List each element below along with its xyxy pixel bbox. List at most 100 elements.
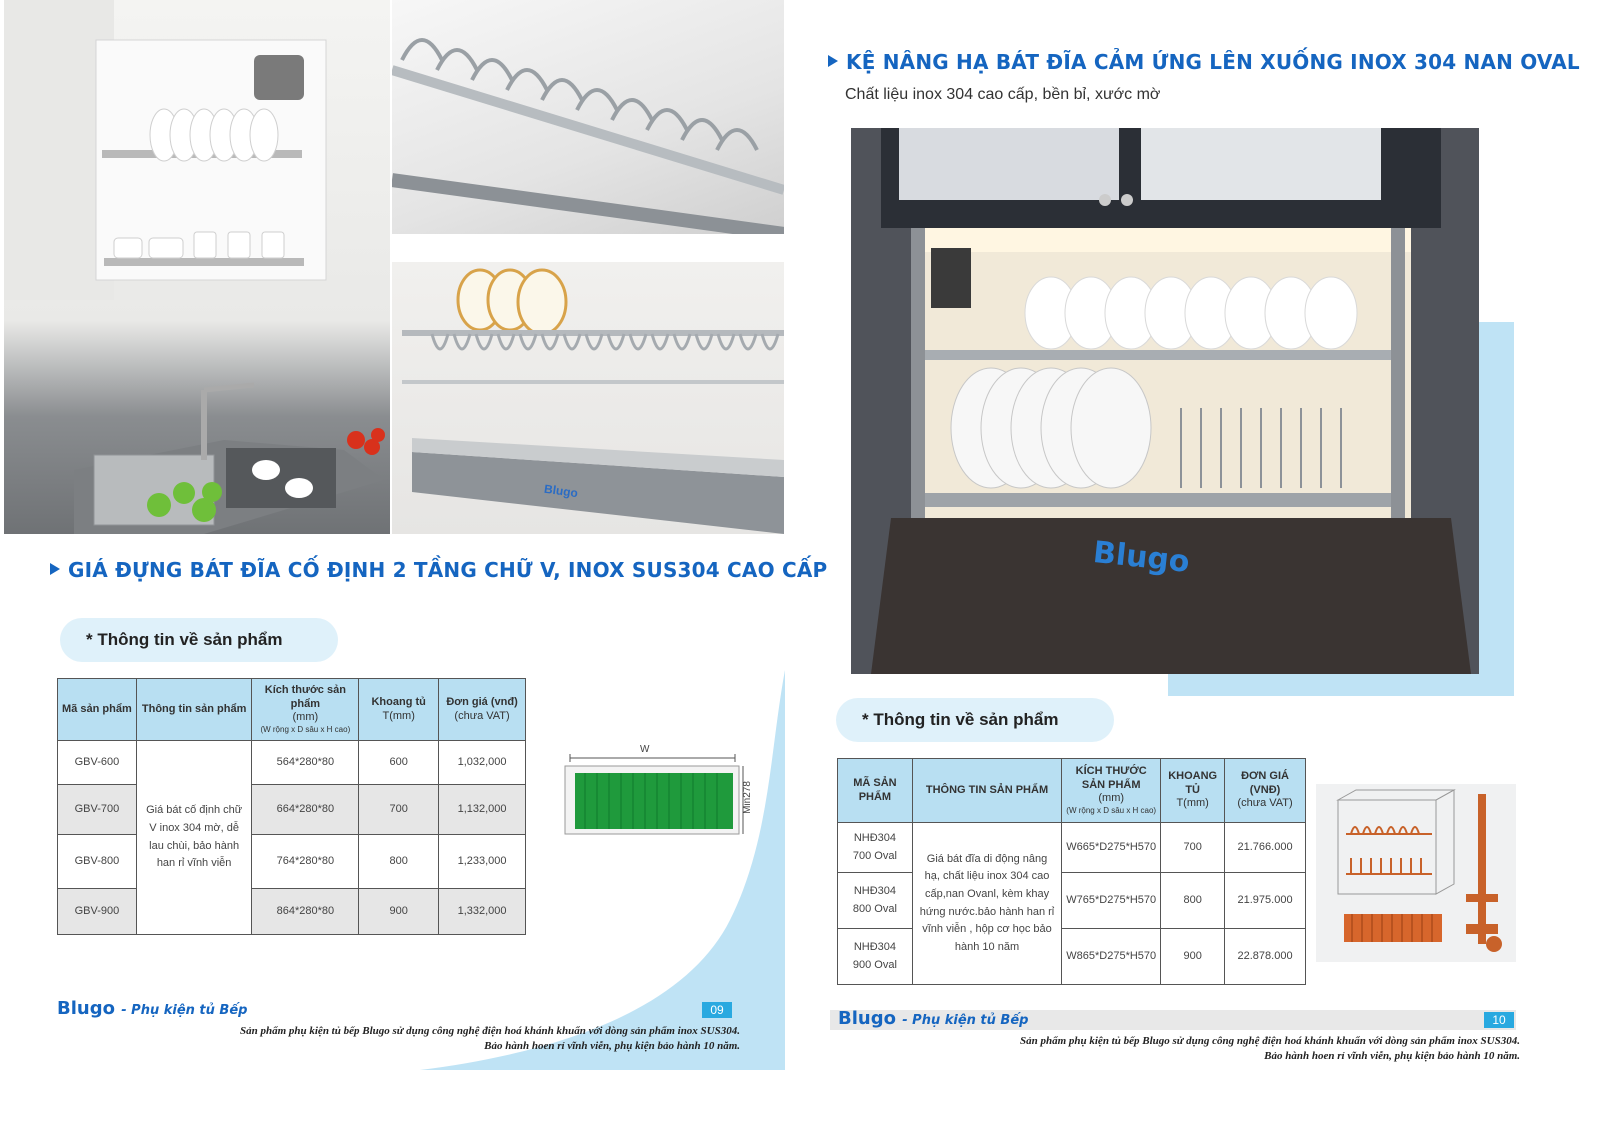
row-gap: 800 bbox=[1160, 872, 1226, 929]
diagram-depth-label: Min278 bbox=[741, 781, 753, 814]
right-info-label-text: * Thông tin về sản phẩm bbox=[862, 710, 1059, 729]
left-page-number: 09 bbox=[702, 1002, 732, 1018]
row-price: 1,233,000 bbox=[438, 834, 526, 889]
left-footer-line1: Sản phẩm phụ kiện tủ bếp Blugo sử dụng c… bbox=[239, 1025, 740, 1037]
right-product-heading: KỆ NÂNG HẠ BÁT ĐĨA CẢM ỨNG LÊN XUỐNG INO… bbox=[828, 50, 1580, 74]
row-gap: 700 bbox=[358, 784, 440, 835]
left-col-gap-unit: T(mm) bbox=[382, 709, 415, 722]
row-price: 21.766.000 bbox=[1224, 822, 1306, 873]
table-row: GBV-900 864*280*80 900 1,332,000 bbox=[57, 888, 526, 935]
left-col-price-note: (chưa VAT) bbox=[454, 709, 510, 722]
left-description-cell: Giá bát cố định chữ V inox 304 mờ, dễ la… bbox=[135, 740, 253, 935]
right-col-gap-label: KHOANG TỦ bbox=[1168, 769, 1218, 796]
row-code-line2: 800 Oval bbox=[852, 902, 897, 915]
right-description-cell: Giá bát đĩa di động nâng hạ, chất liệu i… bbox=[911, 822, 1063, 985]
right-footer-line1: Sản phẩm phụ kiện tủ bếp Blugo sử dụng c… bbox=[1019, 1035, 1520, 1047]
left-col-price-label: Đơn giá (vnđ) bbox=[446, 695, 518, 708]
right-logo-text: Blugo bbox=[838, 1008, 896, 1029]
right-footer-note: Sản phẩm phụ kiện tủ bếp Blugo sử dụng c… bbox=[980, 1034, 1520, 1064]
table-row: NHĐ304 800 Oval W765*D275*H570 800 21.975… bbox=[837, 872, 1306, 929]
row-code: GBV-600 bbox=[57, 740, 137, 785]
dimension-diagram: W Min278 bbox=[555, 744, 755, 838]
left-col-price: Đơn giá (vnđ) (chưa VAT) bbox=[438, 678, 526, 741]
row-code: NHĐ304 900 Oval bbox=[837, 928, 913, 985]
row-price: 21.975.000 bbox=[1224, 872, 1306, 929]
row-code: GBV-700 bbox=[57, 784, 137, 835]
left-col-gap: Khoang tủ T(mm) bbox=[358, 678, 440, 741]
left-product-heading: GIÁ ĐỰNG BÁT ĐĨA CỐ ĐỊNH 2 TẦNG CHỮ V, I… bbox=[50, 558, 827, 582]
right-subheading: Chất liệu inox 304 cao cấp, bền bỉ, xước… bbox=[845, 86, 1161, 103]
right-col-info: THÔNG TIN SẢN PHẨM bbox=[911, 758, 1063, 823]
right-logo-tagline: - Phụ kiện tủ Bếp bbox=[902, 1013, 1029, 1028]
table-row: NHĐ304 900 Oval W865*D275*H570 900 22.878… bbox=[837, 928, 1306, 985]
row-gap: 700 bbox=[1160, 822, 1226, 873]
heading-arrow-icon bbox=[828, 55, 838, 67]
rack-closeup-photo bbox=[392, 0, 784, 234]
left-footer-note: Sản phẩm phụ kiện tủ bếp Blugo sử dụng c… bbox=[200, 1024, 740, 1054]
right-footer-line2: Bảo hành hoen rỉ vĩnh viễn, phụ kiện bảo… bbox=[1264, 1049, 1520, 1062]
kitchen-cabinet-photo bbox=[4, 0, 390, 534]
row-gap: 900 bbox=[1160, 928, 1226, 985]
row-price: 22.878.000 bbox=[1224, 928, 1306, 985]
row-price: 1,332,000 bbox=[438, 888, 526, 935]
left-col-gap-label: Khoang tủ bbox=[371, 695, 426, 708]
right-page-number: 10 bbox=[1484, 1012, 1514, 1028]
row-code: GBV-900 bbox=[57, 888, 137, 935]
row-size: 864*280*80 bbox=[251, 888, 360, 935]
row-size: 664*280*80 bbox=[251, 784, 360, 835]
row-gap: 900 bbox=[358, 888, 440, 935]
right-col-price: ĐƠN GIÁ (VNĐ) (chưa VAT) bbox=[1224, 758, 1306, 823]
row-price: 1,132,000 bbox=[438, 784, 526, 835]
row-code-line2: 900 Oval bbox=[852, 958, 897, 971]
left-footer-logo: Blugo - Phụ kiện tủ Bếp bbox=[57, 998, 247, 1019]
row-size: W665*D275*H570 bbox=[1061, 822, 1162, 873]
dish-rack-photo: Blugo bbox=[392, 262, 784, 534]
left-info-label: * Thông tin về sản phẩm bbox=[60, 618, 338, 662]
row-code: NHĐ304 700 Oval bbox=[837, 822, 913, 873]
row-gap: 600 bbox=[358, 740, 440, 785]
right-heading-text: KỆ NÂNG HẠ BÁT ĐĨA CẢM ỨNG LÊN XUỐNG INO… bbox=[846, 50, 1580, 74]
right-info-label: * Thông tin về sản phẩm bbox=[836, 698, 1114, 742]
right-col-gap-unit: T(mm) bbox=[1176, 797, 1209, 810]
right-col-code: MÃ SẢN PHẨM bbox=[837, 758, 913, 823]
row-code-line2: 700 Oval bbox=[852, 849, 897, 862]
left-spec-table: Mã sản phẩm Thông tin sản phẩm Kích thướ… bbox=[57, 678, 526, 935]
row-size: W865*D275*H570 bbox=[1061, 928, 1162, 985]
right-spec-table: MÃ SẢN PHẨM THÔNG TIN SẢN PHẨM KÍCH THƯỚ… bbox=[837, 758, 1306, 985]
left-col-size-label: Kích thước sản phẩm bbox=[264, 683, 346, 710]
table-row: GBV-600 Giá bát cố định chữ V inox 304 m… bbox=[57, 740, 526, 935]
row-size: 764*280*80 bbox=[251, 834, 360, 889]
table-row: NHĐ304 700 Oval Giá bát đĩa di động nâng … bbox=[837, 822, 1306, 985]
row-gap: 800 bbox=[358, 834, 440, 889]
left-col-size-note: (W rộng x D sâu x H cao) bbox=[260, 725, 351, 735]
left-col-info: Thông tin sản phẩm bbox=[135, 678, 253, 741]
left-col-size-unit: (mm) bbox=[292, 711, 319, 724]
table-row: GBV-700 664*280*80 700 1,132,000 bbox=[57, 784, 526, 835]
right-col-size-unit: (mm) bbox=[1098, 792, 1125, 805]
right-col-size-label: KÍCH THƯỚC SẢN PHẨM bbox=[1075, 764, 1147, 791]
technical-drawing bbox=[1316, 784, 1516, 962]
right-col-price-note: (chưa VAT) bbox=[1237, 797, 1293, 810]
left-info-label-text: * Thông tin về sản phẩm bbox=[86, 630, 283, 649]
table-row: GBV-800 764*280*80 800 1,233,000 bbox=[57, 834, 526, 889]
left-col-size: Kích thước sản phẩm (mm) (W rộng x D sâu… bbox=[251, 678, 360, 741]
right-footer-logo: Blugo - Phụ kiện tủ Bếp bbox=[838, 1008, 1028, 1029]
left-logo-text: Blugo bbox=[57, 998, 115, 1019]
row-code-line1: NHĐ304 bbox=[853, 884, 896, 897]
diagram-width-label: W bbox=[640, 744, 650, 755]
row-size: 564*280*80 bbox=[251, 740, 360, 785]
row-code-line1: NHĐ304 bbox=[853, 940, 896, 953]
right-col-price-label: ĐƠN GIÁ (VNĐ) bbox=[1241, 769, 1289, 796]
row-size: W765*D275*H570 bbox=[1061, 872, 1162, 929]
row-code: NHĐ304 800 Oval bbox=[837, 872, 913, 929]
row-price: 1,032,000 bbox=[438, 740, 526, 785]
pull-down-rack-photo: Blugo bbox=[851, 128, 1479, 674]
left-col-code: Mã sản phẩm bbox=[57, 678, 137, 741]
left-wave-decoration bbox=[420, 670, 785, 1070]
row-code-line1: NHĐ304 bbox=[853, 831, 896, 844]
row-code: GBV-800 bbox=[57, 834, 137, 889]
left-heading-text: GIÁ ĐỰNG BÁT ĐĨA CỐ ĐỊNH 2 TẦNG CHỮ V, I… bbox=[68, 558, 828, 582]
right-col-size: KÍCH THƯỚC SẢN PHẨM (mm) (W rộng x D sâu… bbox=[1061, 758, 1162, 823]
heading-arrow-icon bbox=[50, 563, 60, 575]
left-logo-tagline: - Phụ kiện tủ Bếp bbox=[121, 1003, 248, 1018]
